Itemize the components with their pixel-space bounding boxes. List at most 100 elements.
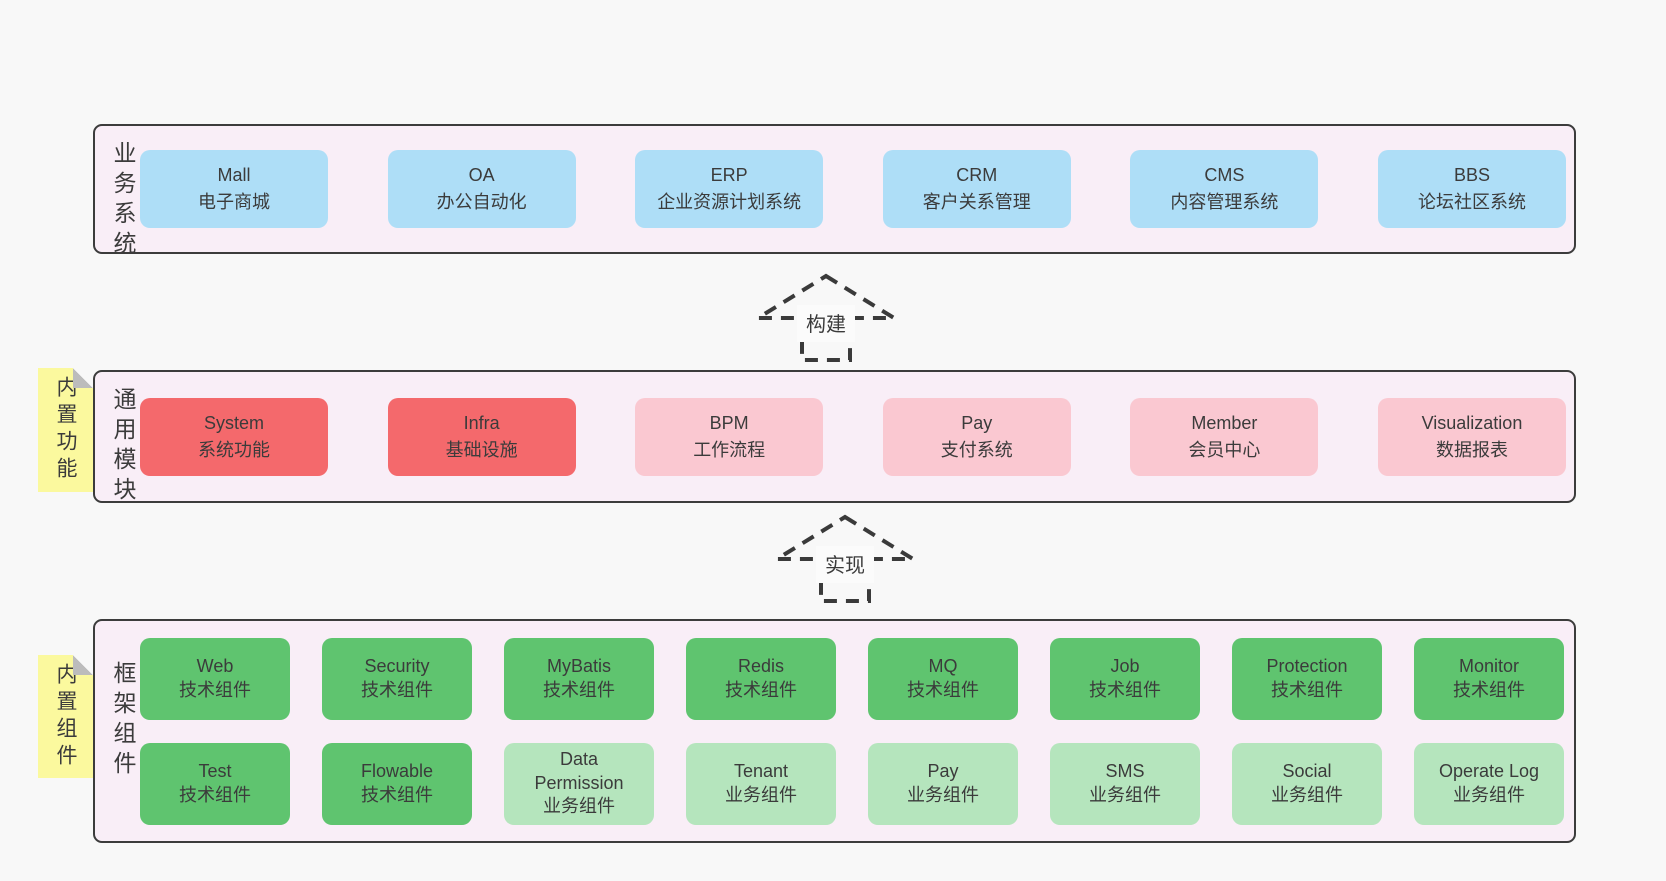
- component-box: SMS 业务组件: [1050, 742, 1200, 825]
- business-systems-boxes: Mall 电子商城 OA 办公自动化 ERP 企业资源计划系统 CRM 客户关系…: [140, 126, 1574, 252]
- component-name: Test: [198, 760, 232, 781]
- component-name: Data Permission: [534, 748, 624, 793]
- module-name: Pay: [961, 412, 993, 433]
- component-desc: 技术组件: [1271, 679, 1343, 700]
- module-name: CRM: [956, 165, 998, 185]
- component-box: Data Permission 业务组件: [504, 742, 654, 825]
- module-name: Mall: [217, 165, 251, 185]
- up-arrow-outline: [750, 273, 902, 362]
- built-in-features-tag: 内置功能: [38, 368, 93, 492]
- component-box: Monitor 技术组件: [1414, 637, 1564, 720]
- component-desc: 业务组件: [1089, 784, 1161, 805]
- common-modules-label: 通用模块: [110, 387, 136, 507]
- built-in-components-tag: 内置组件: [38, 655, 93, 778]
- component-box: Test 技术组件: [140, 742, 290, 825]
- component-desc: 业务组件: [1453, 784, 1525, 805]
- module-box: Pay 支付系统: [882, 397, 1071, 476]
- module-box: Member 会员中心: [1130, 397, 1319, 476]
- build-arrow-label: 构建: [806, 313, 846, 336]
- implement-arrow-label: 实现: [825, 554, 865, 577]
- module-box: ERP 企业资源计划系统: [635, 150, 824, 228]
- module-desc: 数据报表: [1435, 439, 1508, 460]
- module-desc: 论坛社区系统: [1417, 192, 1526, 212]
- module-name: Infra: [463, 412, 500, 433]
- component-box: Flowable 技术组件: [322, 742, 472, 825]
- module-name: System: [203, 412, 264, 433]
- component-name: Monitor: [1458, 655, 1520, 676]
- module-name: BPM: [709, 412, 749, 433]
- framework-components-section: 框架组件 Web 技术组件 Security 技术组件 MyBatis 技术组件: [93, 619, 1576, 843]
- component-name: MQ: [928, 655, 958, 676]
- built-in-components-tag-label: 内置组件: [54, 662, 77, 771]
- component-box: Job 技术组件: [1050, 637, 1200, 720]
- module-box: System 系统功能: [140, 397, 328, 476]
- component-name: Protection: [1266, 655, 1348, 676]
- module-name: ERP: [710, 165, 748, 185]
- component-box: MQ 技术组件: [868, 637, 1018, 720]
- component-desc: 技术组件: [361, 679, 433, 700]
- component-desc: 技术组件: [1089, 679, 1161, 700]
- implement-arrow: 实现: [769, 514, 921, 603]
- built-in-features-tag-label: 内置功能: [54, 376, 77, 484]
- module-box: BBS 论坛社区系统: [1377, 150, 1566, 228]
- component-box: Protection 技术组件: [1232, 637, 1382, 720]
- component-desc: 业务组件: [1271, 784, 1343, 805]
- component-desc: 业务组件: [543, 796, 615, 817]
- arrow-label-background: [816, 546, 874, 583]
- module-name: Visualization: [1421, 412, 1523, 433]
- module-name: Member: [1191, 412, 1258, 433]
- component-box: Social 业务组件: [1232, 742, 1382, 825]
- module-box: CRM 客户关系管理: [882, 150, 1071, 228]
- up-arrow-outline: [769, 514, 921, 603]
- component-desc: 技术组件: [179, 679, 251, 700]
- business-systems-section: 业务系统 Mall 电子商城 OA 办公自动化 ERP 企业资源计划系统 CRM…: [93, 124, 1576, 261]
- component-box: Pay 业务组件: [868, 742, 1018, 825]
- module-desc: 支付系统: [940, 439, 1013, 460]
- module-box: Visualization 数据报表: [1377, 397, 1566, 476]
- module-desc: 办公自动化: [436, 192, 527, 212]
- build-arrow: 构建: [750, 273, 902, 362]
- component-name: Tenant: [733, 760, 789, 781]
- component-desc: 技术组件: [179, 784, 251, 805]
- component-name: Pay: [927, 760, 959, 781]
- framework-components-grid: Web 技术组件 Security 技术组件 MyBatis 技术组件 Redi…: [140, 621, 1574, 841]
- module-box: Infra 基础设施: [387, 397, 576, 476]
- module-name: OA: [468, 165, 495, 185]
- component-desc: 技术组件: [907, 679, 979, 700]
- module-desc: 企业资源计划系统: [657, 192, 802, 212]
- component-desc: 技术组件: [725, 679, 797, 700]
- module-desc: 内容管理系统: [1170, 192, 1279, 212]
- component-desc: 业务组件: [725, 784, 797, 805]
- module-box: OA 办公自动化: [387, 150, 576, 228]
- component-box: Tenant 业务组件: [686, 742, 836, 825]
- component-desc: 技术组件: [543, 679, 615, 700]
- module-desc: 会员中心: [1188, 439, 1261, 460]
- component-name: MyBatis: [546, 655, 611, 676]
- component-box: Security 技术组件: [322, 637, 472, 720]
- module-desc: 电子商城: [198, 192, 270, 212]
- module-desc: 系统功能: [198, 439, 270, 460]
- arrow-label-background: [797, 305, 855, 342]
- module-desc: 基础设施: [445, 439, 518, 460]
- component-box: MyBatis 技术组件: [504, 637, 654, 720]
- component-desc: 业务组件: [907, 784, 979, 805]
- component-desc: 技术组件: [1453, 679, 1525, 700]
- component-desc: 技术组件: [361, 784, 433, 805]
- component-box: Web 技术组件: [140, 637, 290, 720]
- common-modules-section: 通用模块 System 系统功能 Infra 基础设施 BPM 工作流程 Pay…: [93, 370, 1576, 507]
- component-name: Security: [364, 655, 430, 676]
- module-box: BPM 工作流程: [635, 397, 824, 476]
- component-name: Job: [1110, 655, 1140, 676]
- component-name: Social: [1282, 760, 1332, 781]
- component-name: Web: [196, 655, 234, 676]
- module-name: BBS: [1453, 165, 1490, 185]
- module-box: CMS 内容管理系统: [1130, 150, 1319, 228]
- business-systems-label: 业务系统: [110, 141, 136, 261]
- component-box: Redis 技术组件: [686, 637, 836, 720]
- component-name: Redis: [737, 655, 785, 676]
- module-desc: 客户关系管理: [922, 192, 1031, 212]
- component-box: Operate Log 业务组件: [1414, 742, 1564, 825]
- module-name: CMS: [1204, 165, 1245, 185]
- component-name: Flowable: [360, 760, 434, 781]
- component-name: Operate Log: [1438, 760, 1540, 781]
